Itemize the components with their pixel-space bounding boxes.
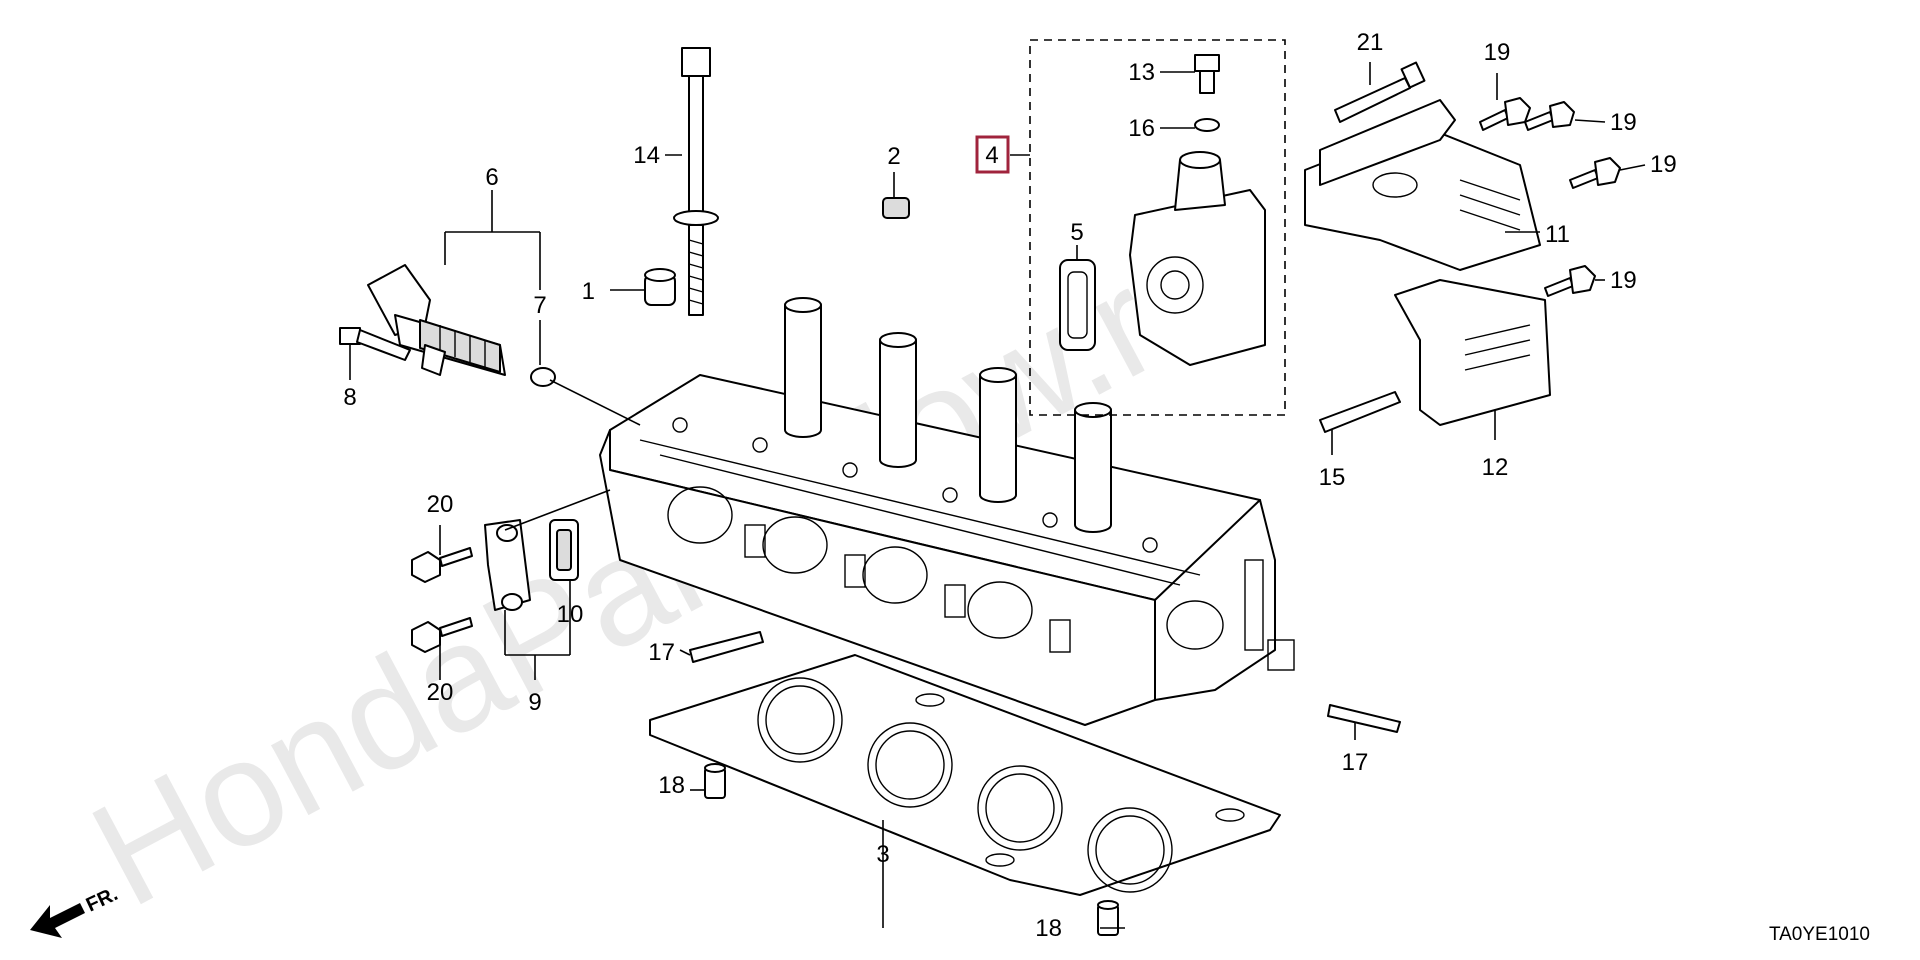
stud-17-left [689, 631, 764, 663]
callout-13[interactable]: 13 [1128, 59, 1155, 86]
bolt-19d [1544, 265, 1596, 297]
callout-16[interactable]: 16 [1128, 115, 1155, 142]
callout-8[interactable]: 8 [343, 384, 356, 411]
callout-19c[interactable]: 19 [1650, 151, 1677, 178]
dowel-18a [704, 763, 726, 799]
o-ring-7 [530, 367, 556, 387]
stud-15 [1319, 391, 1401, 433]
stem-seal-2 [882, 197, 910, 219]
callout-2[interactable]: 2 [887, 143, 900, 170]
callout-20a[interactable]: 20 [427, 491, 454, 518]
bracket-11 [1304, 99, 1541, 271]
callout-4-highlight [975, 135, 1010, 174]
callout-14[interactable]: 14 [633, 142, 660, 169]
gasket-5 [1059, 259, 1096, 351]
bolt-13 [1194, 54, 1220, 94]
callout-4[interactable]: 4 [985, 142, 998, 169]
head-gasket [649, 654, 1281, 896]
callout-12[interactable]: 12 [1482, 454, 1509, 481]
front-direction-arrow: FR. [30, 883, 121, 938]
bracket-12 [1394, 279, 1551, 426]
bolt-19a [1479, 97, 1531, 131]
callout-21[interactable]: 21 [1357, 29, 1384, 56]
sensor-9 [484, 519, 531, 611]
callout-11[interactable]: 11 [1545, 221, 1570, 248]
bolt-19c [1569, 157, 1621, 189]
callout-18b[interactable]: 18 [1035, 915, 1062, 942]
cylinder-head [599, 297, 1295, 726]
callout-20b[interactable]: 20 [427, 679, 454, 706]
callout-6[interactable]: 6 [485, 164, 498, 191]
callout-18a[interactable]: 18 [658, 772, 685, 799]
callout-17b[interactable]: 17 [1342, 749, 1369, 776]
callout-9[interactable]: 9 [528, 689, 541, 716]
leader-lines [349, 62, 1646, 929]
diagram-code: TA0YE1010 [1769, 924, 1870, 945]
callout-17a[interactable]: 17 [648, 639, 675, 666]
bolt-21 [1334, 61, 1426, 123]
stem-seal-1 [644, 268, 676, 306]
callout-19d[interactable]: 19 [1610, 267, 1637, 294]
head-bolt-14 [673, 47, 719, 316]
bolt-19b [1524, 101, 1575, 131]
bolt-8 [339, 327, 411, 361]
front-direction-label: FR. [83, 883, 121, 917]
callout-7[interactable]: 7 [533, 292, 546, 319]
dowel-18b [1097, 900, 1119, 936]
bolt-20a [411, 547, 473, 583]
callout-5[interactable]: 5 [1070, 219, 1083, 246]
callout-19a[interactable]: 19 [1484, 39, 1511, 66]
assembly-outline [1029, 39, 1286, 416]
stud-17-right [1327, 704, 1401, 733]
callout-19b[interactable]: 19 [1610, 109, 1637, 136]
washer-16 [1194, 118, 1220, 132]
callout-15[interactable]: 15 [1319, 464, 1346, 491]
callout-1[interactable]: 1 [582, 278, 595, 305]
callout-10[interactable]: 10 [557, 601, 584, 628]
callout-3[interactable]: 3 [876, 841, 889, 868]
oil-control-solenoid [367, 264, 506, 376]
